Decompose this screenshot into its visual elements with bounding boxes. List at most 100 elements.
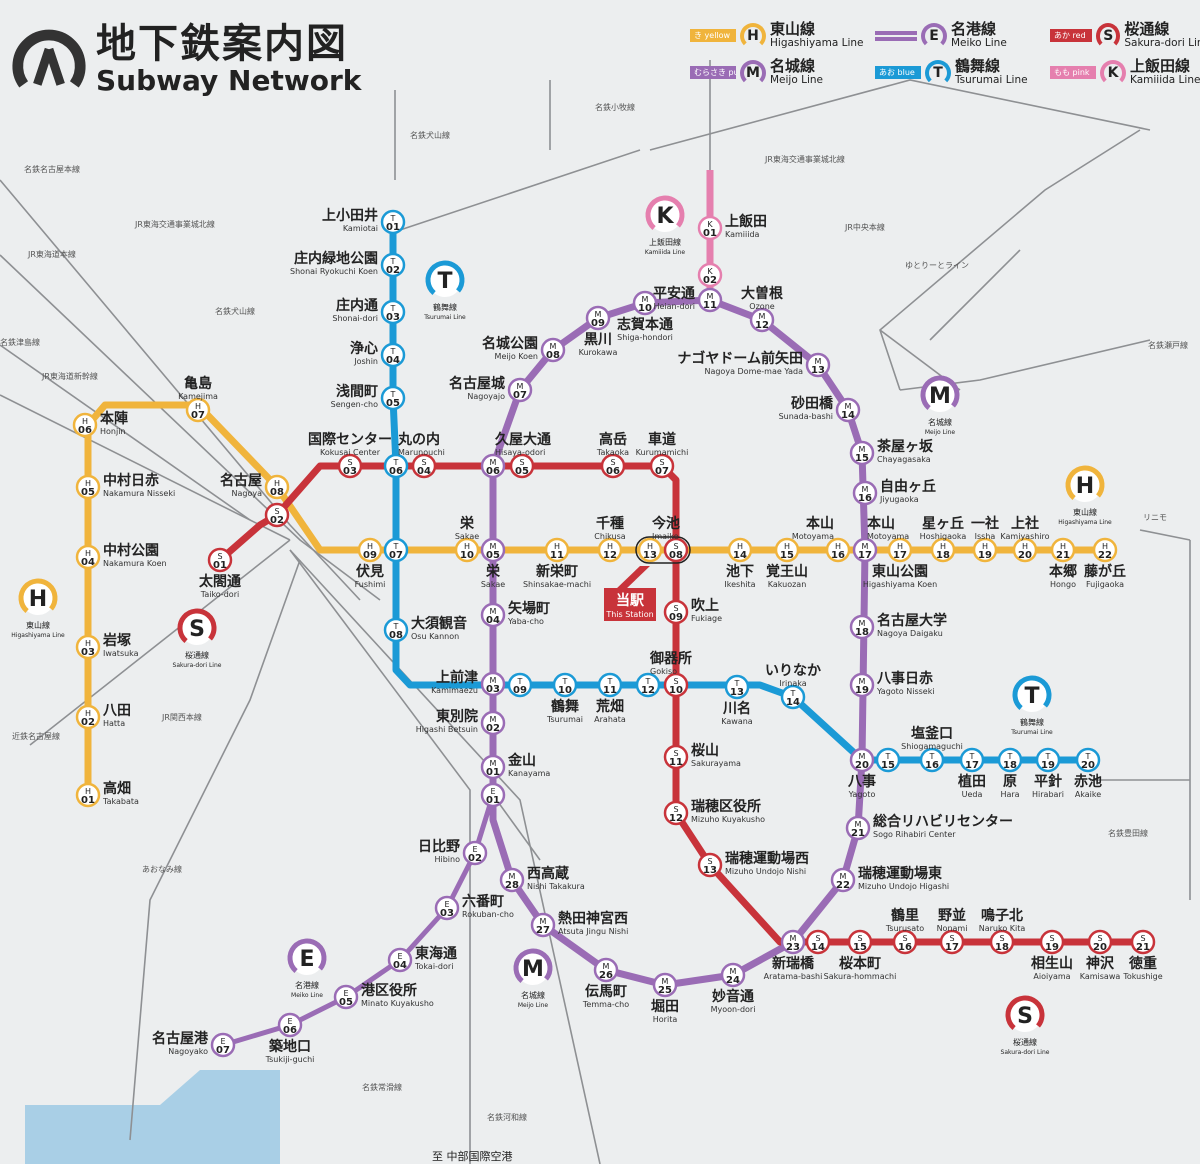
- station-M18[interactable]: M18: [849, 614, 875, 640]
- station-M12[interactable]: M12: [749, 307, 775, 333]
- station-T07[interactable]: T07: [383, 537, 409, 563]
- station-H14[interactable]: H14: [727, 537, 753, 563]
- station-S19[interactable]: S19: [1039, 929, 1065, 955]
- station-M24[interactable]: M24: [720, 962, 746, 988]
- station-E07[interactable]: E07: [210, 1032, 236, 1058]
- station-M03[interactable]: M03: [480, 671, 506, 697]
- station-T02[interactable]: T02: [380, 252, 406, 278]
- station-T14[interactable]: T14: [780, 684, 806, 710]
- station-S04[interactable]: S04: [411, 453, 437, 479]
- station-M15[interactable]: M15: [849, 440, 875, 466]
- station-M17[interactable]: M17: [852, 537, 878, 563]
- station-T09[interactable]: T09: [507, 672, 533, 698]
- station-M05[interactable]: M05: [480, 537, 506, 563]
- station-S06[interactable]: S06: [600, 453, 626, 479]
- station-H13[interactable]: H13: [637, 537, 663, 563]
- station-M07[interactable]: M07: [507, 377, 533, 403]
- station-H20[interactable]: H20: [1012, 537, 1038, 563]
- station-H18[interactable]: H18: [930, 537, 956, 563]
- station-T12[interactable]: T12: [635, 672, 661, 698]
- station-E06[interactable]: E06: [277, 1012, 303, 1038]
- station-E03[interactable]: E03: [434, 895, 460, 921]
- station-T08[interactable]: T08: [383, 617, 409, 643]
- station-E05[interactable]: E05: [333, 984, 359, 1010]
- station-H12[interactable]: H12: [597, 537, 623, 563]
- station-H10[interactable]: H10: [454, 537, 480, 563]
- station-H21[interactable]: H21: [1050, 537, 1076, 563]
- station-T01[interactable]: T01: [380, 209, 406, 235]
- station-S15[interactable]: S15: [847, 929, 873, 955]
- station-H03[interactable]: H03: [75, 634, 101, 660]
- station-K01[interactable]: K01: [697, 215, 723, 241]
- station-S21[interactable]: S21: [1130, 929, 1156, 955]
- station-H11[interactable]: H11: [544, 537, 570, 563]
- station-E02[interactable]: E02: [462, 840, 488, 866]
- station-S08[interactable]: S08: [663, 537, 689, 563]
- station-H17[interactable]: H17: [887, 537, 913, 563]
- station-M10[interactable]: M10: [632, 290, 658, 316]
- station-S01[interactable]: S01: [207, 547, 233, 573]
- station-M25[interactable]: M25: [652, 972, 678, 998]
- station-S07[interactable]: S07: [649, 453, 675, 479]
- station-M09[interactable]: M09: [585, 305, 611, 331]
- station-M14[interactable]: M14: [835, 397, 861, 423]
- station-H16[interactable]: H16: [825, 537, 851, 563]
- station-H22[interactable]: H22: [1092, 537, 1118, 563]
- station-H09[interactable]: H09: [357, 537, 383, 563]
- station-M08[interactable]: M08: [540, 337, 566, 363]
- station-S12[interactable]: S12: [663, 800, 689, 826]
- station-T03[interactable]: T03: [380, 299, 406, 325]
- station-M28[interactable]: M28: [499, 867, 525, 893]
- station-M22[interactable]: M22: [830, 867, 856, 893]
- station-M20[interactable]: M20: [849, 747, 875, 773]
- station-T06[interactable]: T06: [383, 453, 409, 479]
- station-T16[interactable]: T16: [919, 747, 945, 773]
- station-T17[interactable]: T17: [959, 747, 985, 773]
- station-M11[interactable]: M11: [697, 287, 723, 313]
- station-S20[interactable]: S20: [1087, 929, 1113, 955]
- station-S13[interactable]: S13: [697, 852, 723, 878]
- station-M23[interactable]: M23: [780, 929, 806, 955]
- station-T20[interactable]: T20: [1075, 747, 1101, 773]
- station-H01[interactable]: H01: [75, 782, 101, 808]
- station-S10[interactable]: S10: [663, 672, 689, 698]
- station-S16[interactable]: S16: [892, 929, 918, 955]
- station-T19[interactable]: T19: [1035, 747, 1061, 773]
- station-K02[interactable]: K02: [697, 262, 723, 288]
- station-E01[interactable]: E01: [480, 782, 506, 808]
- station-T04[interactable]: T04: [380, 342, 406, 368]
- station-T15[interactable]: T15: [875, 747, 901, 773]
- station-M06[interactable]: M06: [480, 453, 506, 479]
- station-T11[interactable]: T11: [597, 672, 623, 698]
- station-M21[interactable]: M21: [845, 815, 871, 841]
- station-E04[interactable]: E04: [387, 947, 413, 973]
- station-M01[interactable]: M01: [480, 754, 506, 780]
- station-T05[interactable]: T05: [380, 385, 406, 411]
- station-M02[interactable]: M02: [480, 710, 506, 736]
- station-M16[interactable]: M16: [852, 480, 878, 506]
- station-S17[interactable]: S17: [939, 929, 965, 955]
- station-H07[interactable]: H07: [185, 397, 211, 423]
- station-S05[interactable]: S05: [509, 453, 535, 479]
- station-M04[interactable]: M04: [480, 602, 506, 628]
- station-S03[interactable]: S03: [337, 453, 363, 479]
- station-S11[interactable]: S11: [663, 744, 689, 770]
- station-T18[interactable]: T18: [997, 747, 1023, 773]
- station-M26[interactable]: M26: [593, 957, 619, 983]
- station-H04[interactable]: H04: [75, 544, 101, 570]
- station-M19[interactable]: M19: [849, 672, 875, 698]
- station-M27[interactable]: M27: [530, 912, 556, 938]
- station-S18[interactable]: S18: [989, 929, 1015, 955]
- station-T13[interactable]: T13: [724, 674, 750, 700]
- station-M13[interactable]: M13: [805, 352, 831, 378]
- station-S09[interactable]: S09: [663, 599, 689, 625]
- station-H08[interactable]: H08: [264, 474, 290, 500]
- station-H15[interactable]: H15: [774, 537, 800, 563]
- station-S02[interactable]: S02: [264, 502, 290, 528]
- station-H19[interactable]: H19: [972, 537, 998, 563]
- station-S14[interactable]: S14: [805, 929, 831, 955]
- station-T10[interactable]: T10: [552, 672, 578, 698]
- station-H05[interactable]: H05: [75, 474, 101, 500]
- station-H06[interactable]: H06: [72, 412, 98, 438]
- station-H02[interactable]: H02: [75, 704, 101, 730]
